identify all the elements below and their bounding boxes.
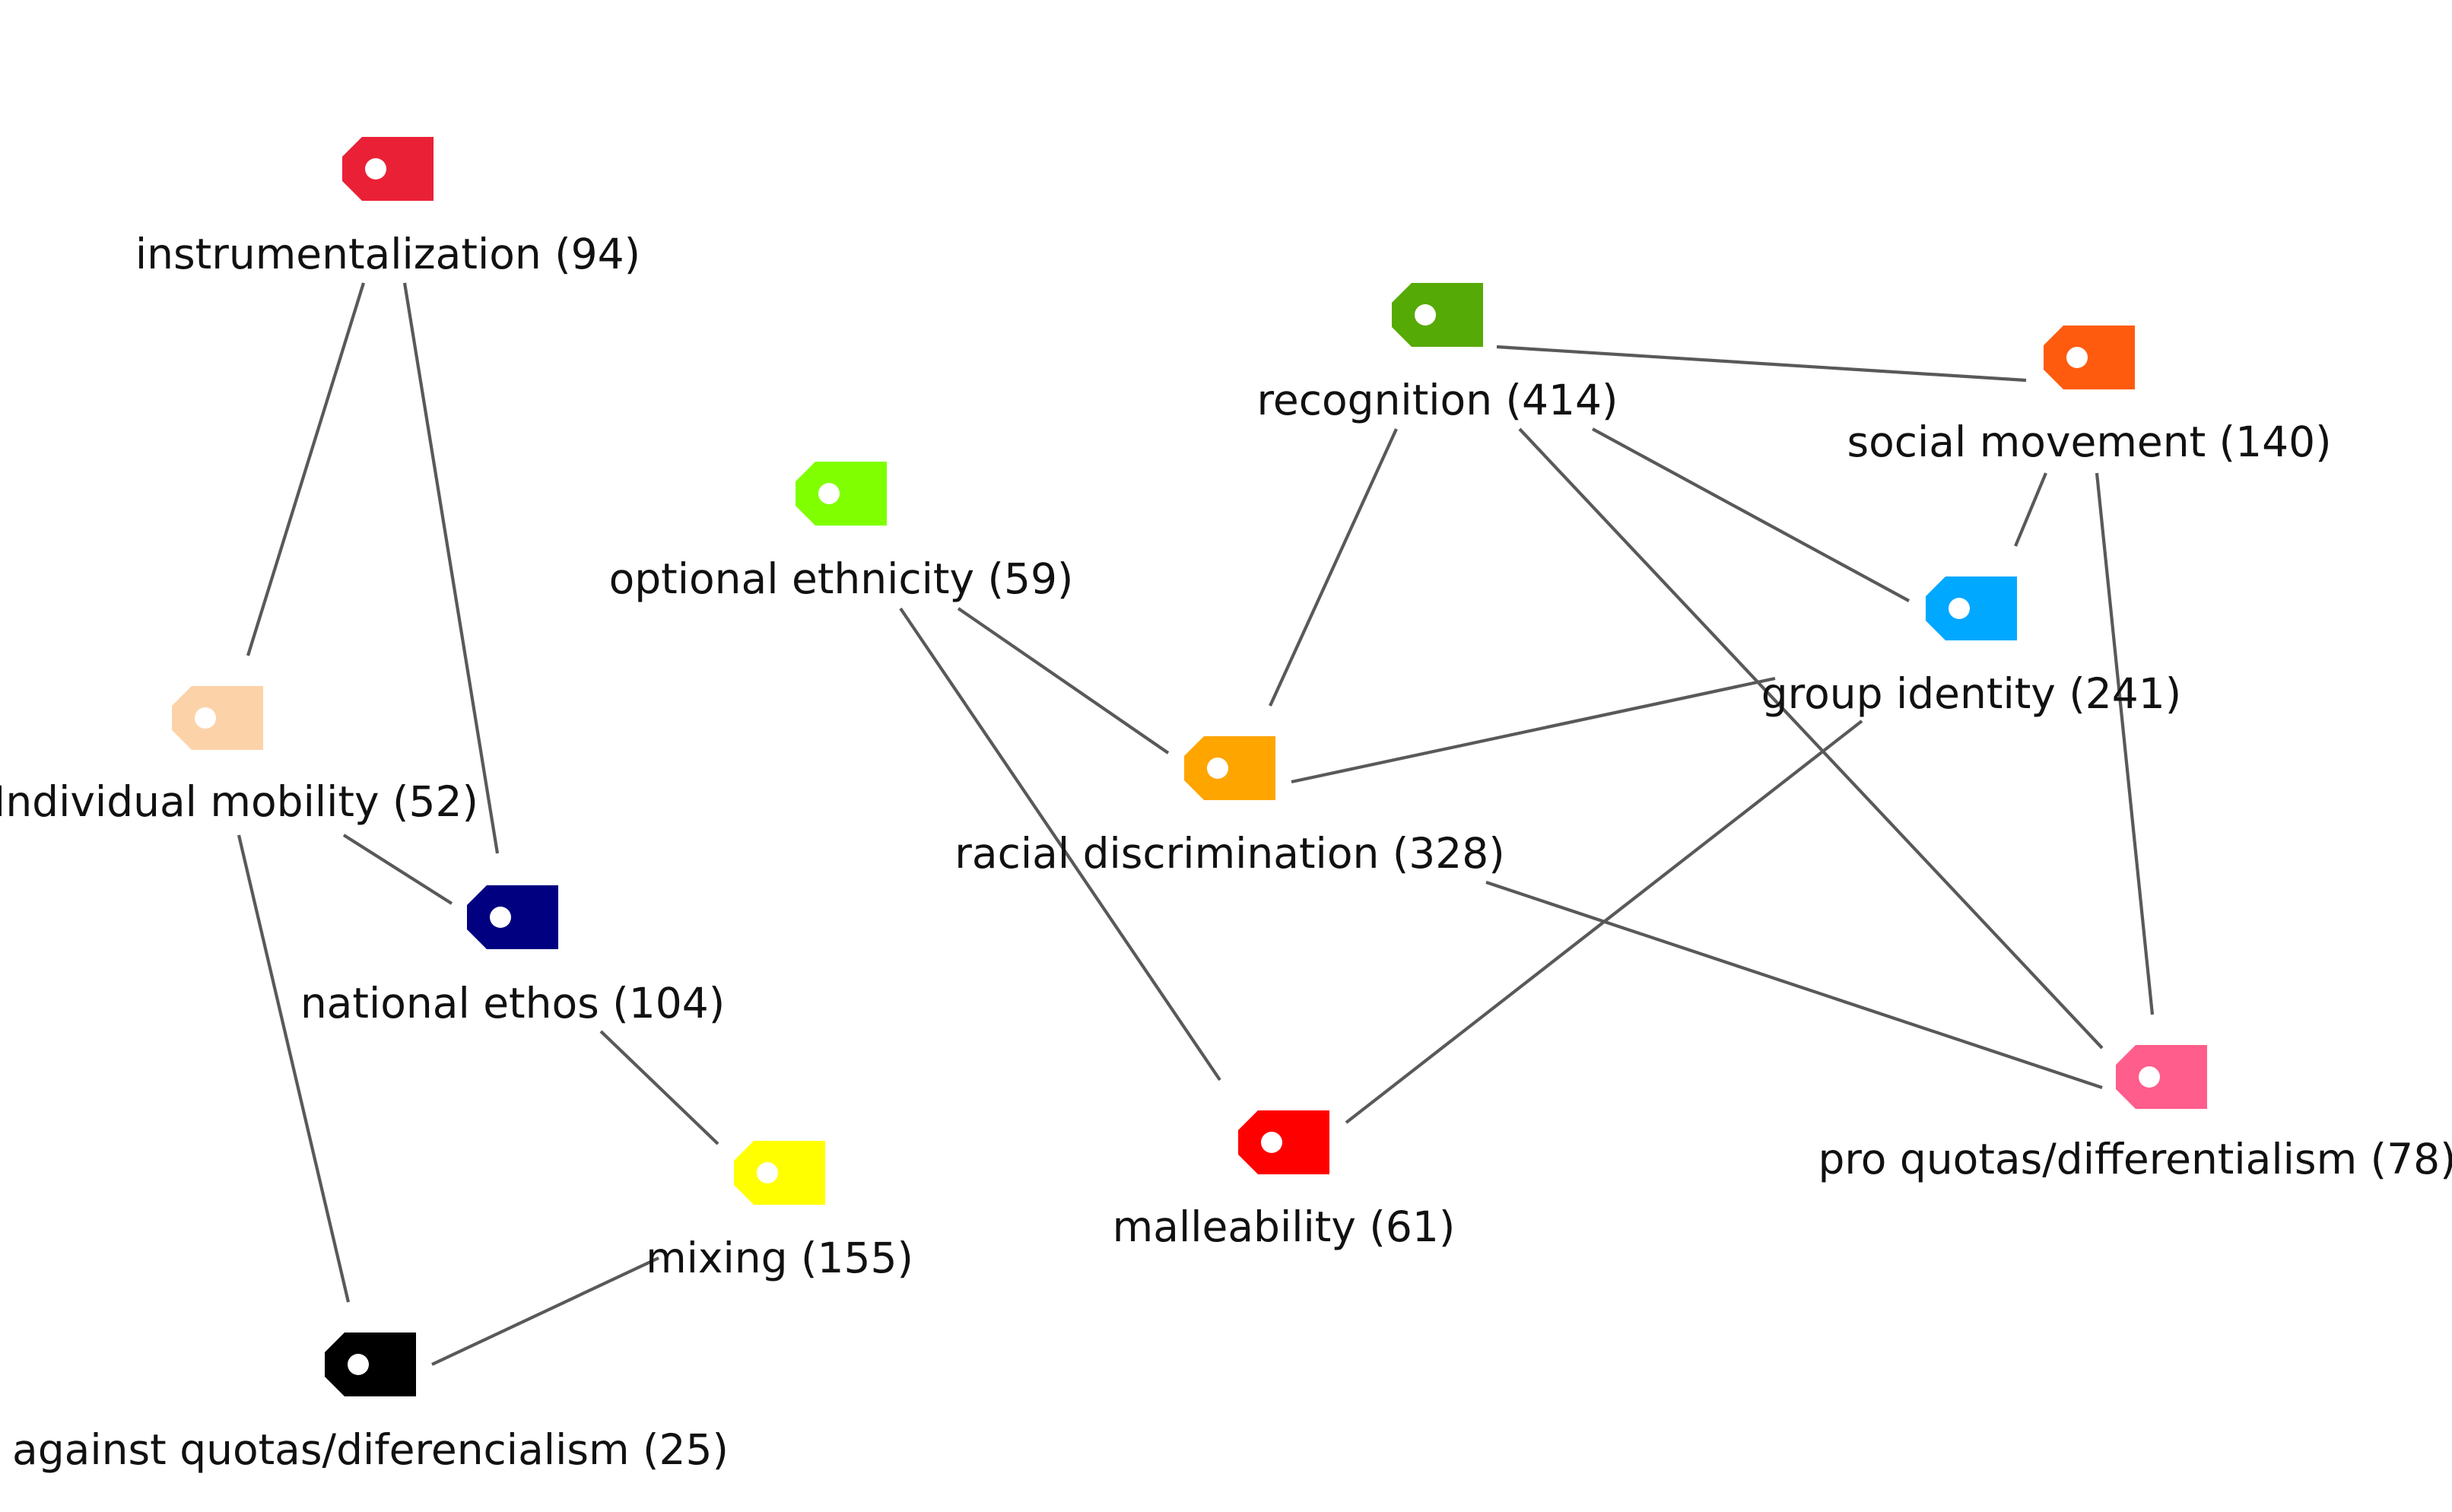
- tag-icon: [734, 1141, 825, 1205]
- node-instrumentalization[interactable]: instrumentalization (94): [135, 137, 640, 278]
- tag-icon: [1392, 283, 1483, 347]
- edge-recognition-to-pro-quotas: [1518, 427, 2104, 1050]
- edge-national-ethos-to-mixing: [599, 1030, 719, 1145]
- edge-social-movement-to-pro-quotas: [2095, 472, 2155, 1015]
- node-label: pro quotas/differentialism (78): [1818, 1135, 2452, 1183]
- nodes-layer: instrumentalization (94) Individual mobil…: [0, 137, 2452, 1474]
- edge-individual-mobility-to-against-quotas: [237, 834, 351, 1303]
- tag-icon: [1926, 577, 2017, 640]
- tag-hole-icon: [1415, 304, 1436, 326]
- edge-instrumentalization-to-national-ethos: [402, 282, 500, 854]
- tag-icon: [1238, 1110, 1329, 1174]
- tag-hole-icon: [2139, 1066, 2160, 1088]
- tag-icon: [796, 462, 887, 526]
- node-national-ethos[interactable]: national ethos (104): [300, 885, 725, 1028]
- node-optional-ethnicity[interactable]: optional ethnicity (59): [609, 462, 1074, 603]
- edge-individual-mobility-to-national-ethos: [342, 834, 453, 905]
- node-against-quotas[interactable]: against quotas/diferencialism (25): [12, 1333, 729, 1474]
- node-racial-discrimination[interactable]: racial discrimination (328): [954, 736, 1505, 878]
- node-label: social movement (140): [1847, 418, 2331, 466]
- node-label: national ethos (104): [300, 979, 725, 1028]
- node-label: mixing (155): [646, 1234, 913, 1282]
- edge-recognition-to-group-identity: [1591, 427, 1910, 602]
- edge-racial-discrimination-to-group-identity: [1291, 676, 1776, 784]
- node-label: Individual mobility (52): [0, 777, 478, 826]
- node-group-identity[interactable]: group identity (241): [1761, 577, 2181, 718]
- tag-hole-icon: [757, 1162, 778, 1183]
- tag-hole-icon: [2066, 347, 2088, 368]
- node-social-movement[interactable]: social movement (140): [1847, 326, 2332, 466]
- tag-icon: [1184, 736, 1275, 800]
- tag-icon: [2116, 1045, 2207, 1109]
- tag-hole-icon: [1207, 758, 1228, 779]
- edge-mixing-to-against-quotas: [431, 1256, 659, 1366]
- tag-hole-icon: [1261, 1132, 1282, 1153]
- tag-hole-icon: [1949, 598, 1970, 619]
- edge-malleability-to-group-identity: [1345, 719, 1863, 1124]
- node-individual-mobility[interactable]: Individual mobility (52): [0, 686, 478, 826]
- node-label: racial discrimination (328): [954, 829, 1504, 878]
- node-label: malleability (61): [1113, 1202, 1456, 1251]
- edge-optional-ethnicity-to-racial-discrimination: [957, 607, 1170, 754]
- tag-hole-icon: [490, 907, 511, 928]
- edge-racial-discrimination-to-pro-quotas: [1485, 881, 2103, 1089]
- node-label: against quotas/diferencialism (25): [12, 1425, 729, 1474]
- node-malleability[interactable]: malleability (61): [1113, 1110, 1456, 1251]
- tag-icon: [172, 686, 263, 750]
- node-pro-quotas[interactable]: pro quotas/differentialism (78): [1818, 1045, 2452, 1183]
- node-label: optional ethnicity (59): [609, 554, 1074, 603]
- edges-layer: [237, 282, 2155, 1366]
- tag-icon: [342, 137, 434, 201]
- edge-recognition-to-social-movement: [1496, 345, 2027, 383]
- tag-icon: [325, 1333, 416, 1396]
- edge-instrumentalization-to-individual-mobility: [246, 282, 366, 656]
- node-mixing[interactable]: mixing (155): [646, 1141, 913, 1282]
- tag-hole-icon: [818, 483, 840, 504]
- tag-hole-icon: [348, 1354, 369, 1375]
- tag-hole-icon: [195, 707, 216, 729]
- tag-icon: [467, 885, 558, 949]
- edge-recognition-to-racial-discrimination: [1269, 428, 1398, 707]
- node-label: instrumentalization (94): [135, 230, 640, 278]
- edge-social-movement-to-group-identity: [2014, 472, 2047, 547]
- tag-hole-icon: [365, 158, 386, 179]
- node-label: recognition (414): [1257, 376, 1618, 424]
- node-recognition[interactable]: recognition (414): [1257, 283, 1618, 424]
- tag-icon: [2044, 326, 2135, 389]
- node-label: group identity (241): [1761, 669, 2181, 718]
- edge-optional-ethnicity-to-malleability: [899, 607, 1221, 1082]
